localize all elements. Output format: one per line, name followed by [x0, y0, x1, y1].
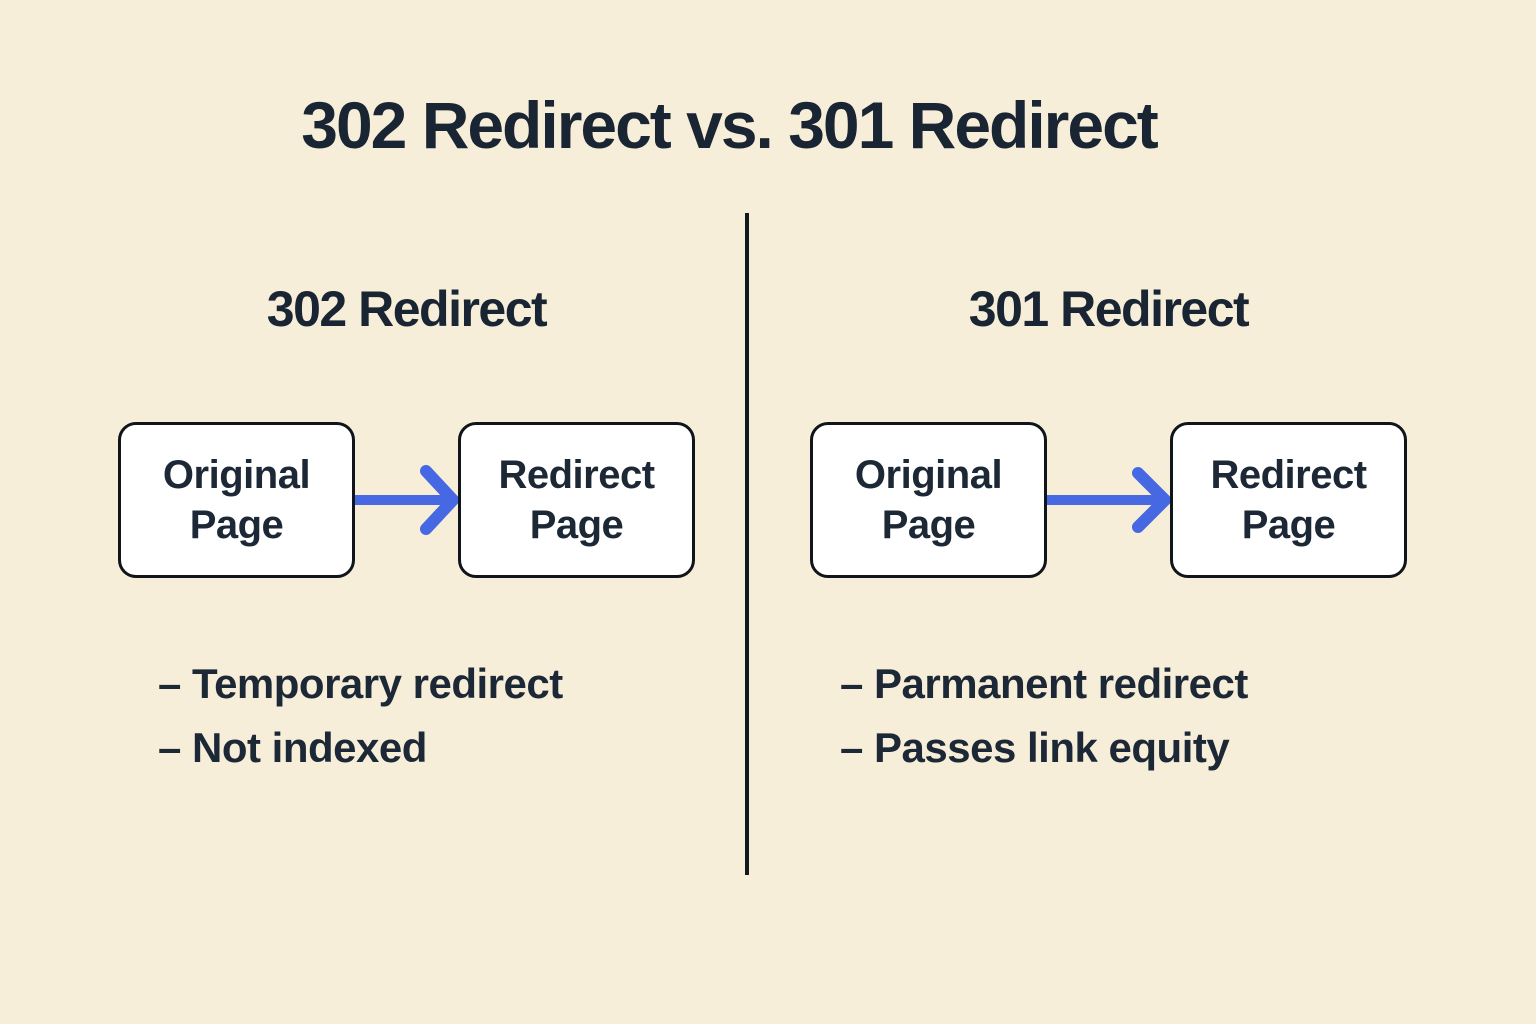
original-page-box: Original Page — [810, 422, 1047, 578]
redirect-page-label: Redirect Page — [498, 453, 655, 547]
bullet-temporary-redirect: – Temporary redirect — [158, 660, 563, 707]
original-page-label: Original Page — [854, 453, 1003, 547]
bullet-not-indexed: – Not indexed — [158, 724, 427, 771]
column-301-redirect: 301 Redirect Original Page Redirect Page… — [810, 0, 1407, 1024]
column-heading-302: 302 Redirect — [266, 281, 548, 337]
bullet-list-302: – Temporary redirect – Not indexed — [158, 652, 563, 780]
page-title: 302 Redirect vs. 301 Redirect — [301, 88, 1159, 162]
original-page-box: Original Page — [118, 422, 355, 578]
right-arrow-icon — [1047, 467, 1170, 533]
vertical-divider — [745, 213, 749, 875]
right-arrow-icon — [355, 465, 458, 535]
flow-302: Original Page Redirect Page — [118, 422, 695, 578]
original-page-label: Original Page — [162, 453, 311, 547]
bullet-list-301: – Parmanent redirect – Passes link equit… — [840, 652, 1248, 780]
redirect-page-box: Redirect Page — [1170, 422, 1407, 578]
bullet-parmanent-redirect: – Parmanent redirect — [840, 660, 1248, 707]
redirect-page-label: Redirect Page — [1210, 453, 1367, 547]
flow-301: Original Page Redirect Page — [810, 422, 1407, 578]
column-302-redirect: 302 Redirect Original Page Redirect Page… — [118, 0, 695, 1024]
redirect-page-box: Redirect Page — [458, 422, 695, 578]
bullet-passes-link-equity: – Passes link equity — [840, 724, 1230, 771]
column-heading-301: 301 Redirect — [968, 281, 1250, 337]
